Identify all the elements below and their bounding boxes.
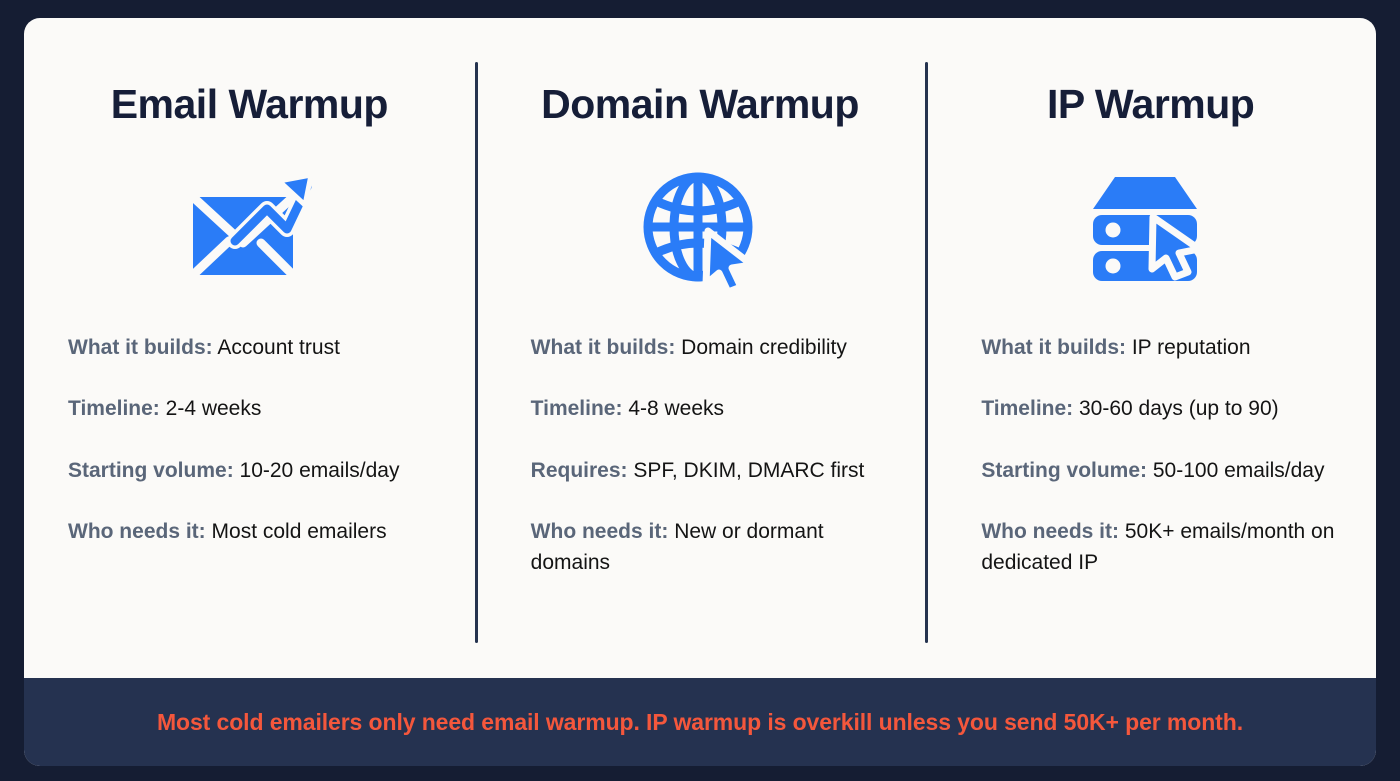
fact-row: Timeline: 4-8 weeks	[531, 394, 902, 424]
fact-row: Who needs it: Most cold emailers	[68, 517, 447, 547]
facts-list-ip-warmup: What it builds: IP reputation Timeline: …	[947, 333, 1354, 578]
fact-row: Starting volume: 50-100 emails/day	[981, 456, 1354, 486]
globe-cursor-icon	[640, 169, 760, 289]
fact-label: Who needs it:	[68, 520, 206, 544]
fact-row: Starting volume: 10-20 emails/day	[68, 456, 447, 486]
fact-row: Who needs it: New or dormant domains	[531, 517, 902, 578]
fact-value: 50K+ emails/month on dedicated IP	[981, 520, 1335, 574]
envelope-growth-icon	[183, 169, 316, 289]
fact-value: New or dormant domains	[530, 520, 824, 574]
server-cursor-icon	[1089, 169, 1213, 289]
fact-row: Who needs it: 50K+ emails/month on dedic…	[981, 517, 1354, 578]
fact-label: Timeline:	[68, 397, 160, 421]
fact-row: What it builds: Account trust	[68, 333, 447, 363]
fact-label: What it builds:	[530, 336, 676, 359]
fact-label: Starting volume:	[981, 458, 1148, 482]
column-title-domain-warmup: Domain Warmup	[541, 81, 859, 127]
footer-banner-text: Most cold emailers only need email warmu…	[156, 708, 1243, 735]
fact-value: Account trust	[217, 336, 340, 359]
fact-row: Requires: SPF, DKIM, DMARC first	[531, 456, 902, 486]
comparison-columns: Email Warmup What i	[24, 18, 1376, 678]
fact-value: 2-4 weeks	[165, 397, 262, 421]
fact-row: What it builds: IP reputation	[981, 333, 1354, 363]
fact-value: 50-100 emails/day	[1152, 458, 1325, 482]
fact-label: Timeline:	[981, 397, 1074, 421]
fact-label: What it builds:	[68, 336, 213, 359]
fact-label: Who needs it:	[530, 520, 669, 544]
column-title-ip-warmup: IP Warmup	[1046, 81, 1255, 127]
facts-list-email-warmup: What it builds: Account trust Timeline: …	[46, 333, 453, 548]
fact-label: Starting volume:	[68, 458, 234, 482]
fact-label: What it builds:	[981, 336, 1126, 359]
column-ip-warmup: IP Warmup What it builds:	[925, 32, 1376, 678]
fact-label: Who needs it:	[981, 520, 1120, 544]
fact-label: Requires:	[530, 458, 628, 482]
fact-value: Most cold emailers	[211, 520, 387, 544]
warmup-comparison-card: Email Warmup What i	[24, 18, 1376, 766]
column-email-warmup: Email Warmup What i	[24, 32, 475, 678]
fact-value: 4-8 weeks	[628, 397, 725, 421]
fact-value: 10-20 emails/day	[239, 458, 400, 482]
fact-value: 30-60 days (up to 90)	[1079, 397, 1279, 421]
fact-value: IP reputation	[1131, 336, 1251, 359]
footer-banner: Most cold emailers only need email warmu…	[24, 678, 1376, 766]
fact-row: Timeline: 30-60 days (up to 90)	[981, 394, 1354, 424]
column-domain-warmup: Domain Warmup What	[474, 32, 926, 678]
fact-value: SPF, DKIM, DMARC first	[633, 458, 865, 482]
fact-row: Timeline: 2-4 weeks	[68, 394, 447, 424]
fact-row: What it builds: Domain credibility	[531, 333, 902, 363]
facts-list-domain-warmup: What it builds: Domain credibility Timel…	[497, 333, 904, 578]
fact-value: Domain credibility	[681, 336, 847, 359]
fact-label: Timeline:	[530, 397, 623, 421]
column-title-email-warmup: Email Warmup	[110, 81, 389, 127]
